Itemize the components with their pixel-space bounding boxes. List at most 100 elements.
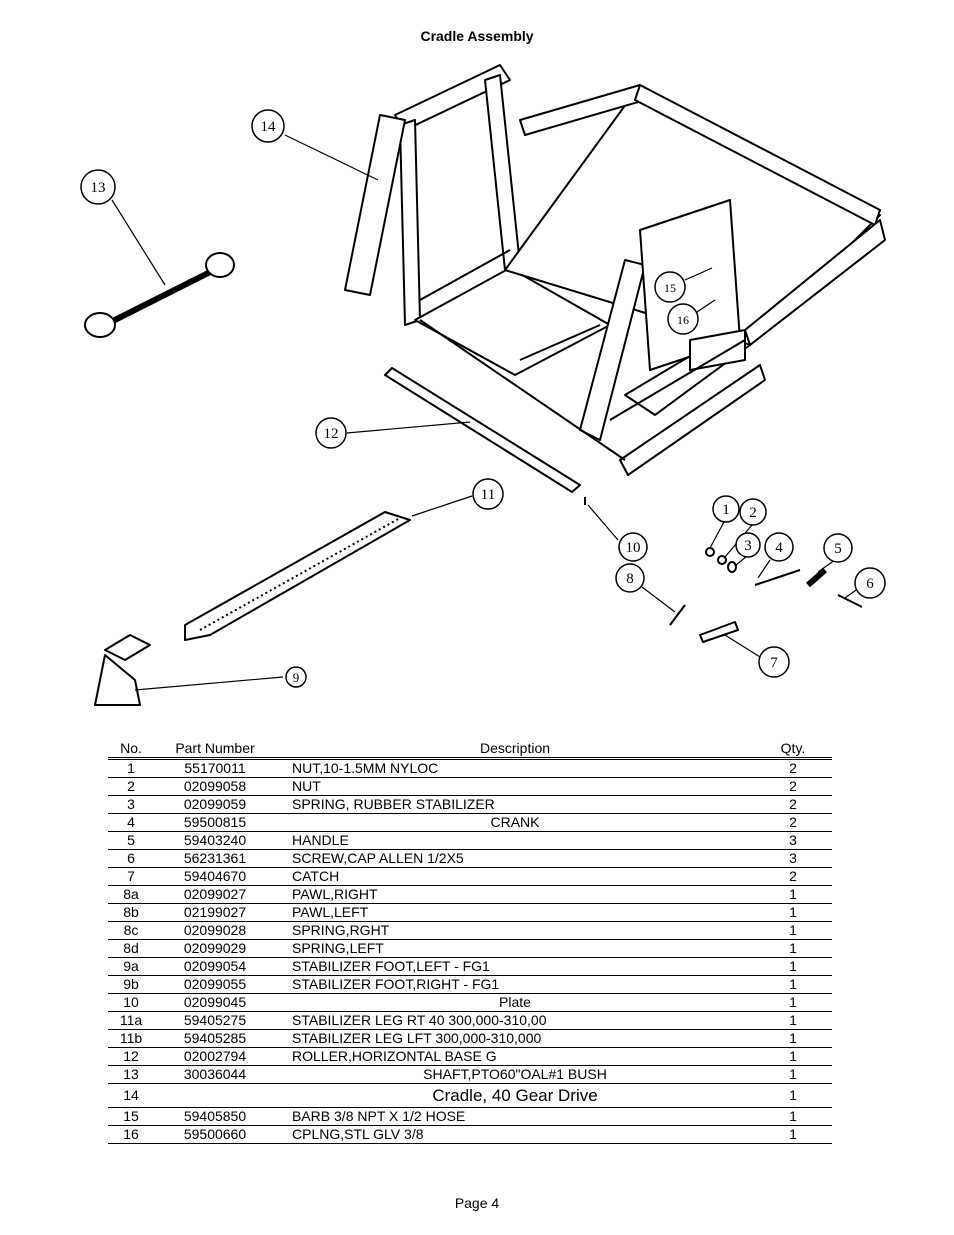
svg-text:10: 10 xyxy=(626,540,641,556)
row-description: CATCH xyxy=(276,867,754,886)
row-description: Plate xyxy=(276,993,754,1012)
row-qty: 2 xyxy=(754,813,832,832)
row-no: 8d xyxy=(108,939,154,958)
row-no: 9a xyxy=(108,957,154,976)
column-header-part-number: Part Number xyxy=(175,739,255,756)
row-part-number: 59500660 xyxy=(154,1125,276,1144)
callout-14: 14 xyxy=(251,109,285,143)
row-description: NUT xyxy=(276,777,754,796)
row-description: BARB 3/8 NPT X 1/2 HOSE xyxy=(276,1107,754,1126)
row-description: STABILIZER FOOT,RIGHT - FG1 xyxy=(276,975,754,994)
row-description: CPLNG,STL GLV 3/8 xyxy=(276,1125,754,1144)
row-qty: 1 xyxy=(754,1083,832,1108)
svg-text:5: 5 xyxy=(834,541,842,557)
row-no: 11a xyxy=(108,1011,154,1030)
callout-1: 1 xyxy=(712,495,740,523)
row-part-number: 02199027 xyxy=(154,903,276,922)
svg-text:6: 6 xyxy=(866,576,874,592)
row-description: STABILIZER FOOT,LEFT - FG1 xyxy=(276,957,754,976)
row-description: SPRING, RUBBER STABILIZER xyxy=(276,795,754,814)
row-qty: 1 xyxy=(754,1011,832,1030)
row-no: 11b xyxy=(108,1029,154,1048)
row-part-number: 56231361 xyxy=(154,849,276,868)
row-description: STABILIZER LEG RT 40 300,000-310,00 xyxy=(276,1011,754,1030)
row-qty: 1 xyxy=(754,1047,832,1066)
svg-text:12: 12 xyxy=(324,426,339,442)
row-part-number: 59405275 xyxy=(154,1011,276,1030)
callout-3: 3 xyxy=(735,532,761,558)
svg-text:9: 9 xyxy=(293,670,300,685)
row-no: 8c xyxy=(108,921,154,940)
callout-10: 10 xyxy=(618,532,648,562)
callout-9: 9 xyxy=(285,666,307,688)
pto-shaft-drawing xyxy=(84,252,235,338)
row-part-number: 59404670 xyxy=(154,867,276,886)
row-description: SCREW,CAP ALLEN 1/2X5 xyxy=(276,849,754,868)
row-description: HANDLE xyxy=(276,831,754,850)
row-no: 5 xyxy=(108,831,154,850)
callout-16: 16 xyxy=(667,303,699,335)
row-description: PAWL,LEFT xyxy=(276,903,754,922)
hardware-drawing xyxy=(584,497,863,643)
row-no: 7 xyxy=(108,867,154,886)
svg-text:7: 7 xyxy=(770,655,778,671)
row-qty: 1 xyxy=(754,957,832,976)
callout-7: 7 xyxy=(758,646,790,678)
svg-text:2: 2 xyxy=(749,505,757,521)
row-no: 3 xyxy=(108,795,154,814)
row-no: 10 xyxy=(108,993,154,1012)
row-qty: 1 xyxy=(754,975,832,994)
stabilizer-leg-drawing xyxy=(184,511,411,641)
svg-text:1: 1 xyxy=(722,502,730,518)
row-description: SPRING,LEFT xyxy=(276,939,754,958)
callout-15: 15 xyxy=(654,271,686,303)
row-part-number xyxy=(154,1083,276,1108)
row-description: CRANK xyxy=(276,813,754,832)
row-description: NUT,10-1.5MM NYLOC xyxy=(276,758,754,778)
exploded-parts-diagram: 14 13 15 16 12 11 10 1 2 3 4 5 6 8 7 9 xyxy=(80,64,886,706)
callouts: 14 13 15 16 12 11 10 1 2 3 4 5 6 8 7 9 xyxy=(80,109,886,688)
row-part-number: 59403240 xyxy=(154,831,276,850)
svg-text:15: 15 xyxy=(664,281,676,295)
callout-6: 6 xyxy=(854,567,886,599)
page-number: Page 4 xyxy=(454,1195,500,1211)
svg-text:16: 16 xyxy=(677,313,689,327)
row-description: STABILIZER LEG LFT 300,000-310,000 xyxy=(276,1029,754,1048)
row-part-number: 02099027 xyxy=(154,885,276,904)
row-qty: 1 xyxy=(754,993,832,1012)
callout-13: 13 xyxy=(80,169,116,205)
callout-8: 8 xyxy=(615,563,645,593)
row-part-number: 02099055 xyxy=(154,975,276,994)
roller-drawing xyxy=(384,367,581,493)
svg-text:8: 8 xyxy=(626,571,634,587)
row-qty: 1 xyxy=(754,1065,832,1084)
row-part-number: 59405285 xyxy=(154,1029,276,1048)
row-part-number: 02099054 xyxy=(154,957,276,976)
callout-4: 4 xyxy=(764,532,794,562)
row-no: 14 xyxy=(108,1083,154,1108)
row-description: ROLLER,HORIZONTAL BASE G xyxy=(276,1047,754,1066)
row-part-number: 02099028 xyxy=(154,921,276,940)
column-header-qty: Qty. xyxy=(780,739,806,756)
row-no: 9b xyxy=(108,975,154,994)
row-qty: 2 xyxy=(754,867,832,886)
row-part-number: 59500815 xyxy=(154,813,276,832)
callout-2: 2 xyxy=(739,498,767,526)
page-title: Cradle Assembly xyxy=(420,28,534,44)
row-part-number: 02099029 xyxy=(154,939,276,958)
row-no: 12 xyxy=(108,1047,154,1066)
svg-text:3: 3 xyxy=(744,538,752,554)
